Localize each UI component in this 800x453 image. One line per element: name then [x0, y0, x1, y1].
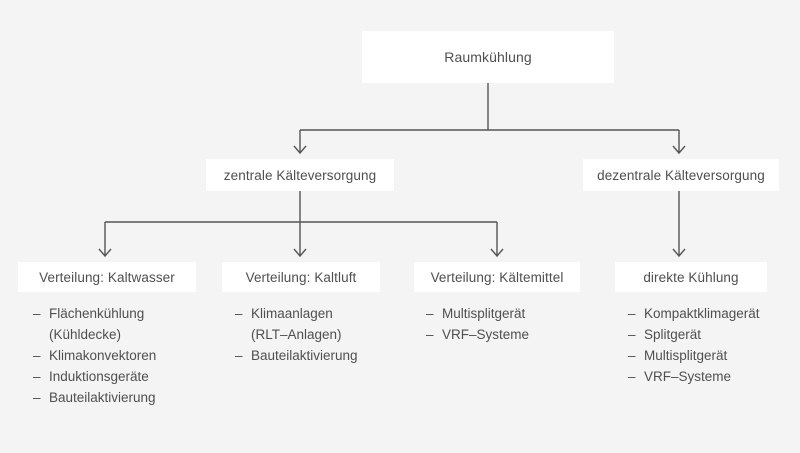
list-item: –Flächenkühlung [33, 303, 156, 324]
list-item-label: Klimaanlagen [251, 306, 333, 321]
dash-bullet-icon: – [628, 327, 636, 342]
node-zentrale-kaelteversorgung-label: zentrale Kälteversorgung [223, 167, 377, 183]
list-direkte-kuehlung-items: –Kompaktklimagerät–Splitgerät–Multisplit… [628, 303, 760, 387]
list-item-label: Splitgerät [644, 327, 702, 342]
list-item: –Splitgerät [628, 324, 760, 345]
list-item: –Bauteilaktivierung [33, 387, 156, 408]
dash-bullet-icon: – [235, 306, 243, 321]
list-kaeltemittel-items: –Multisplitgerät–VRF–Systeme [426, 303, 529, 345]
node-direkte-kuehlung[interactable]: direkte Kühlung [615, 262, 767, 292]
list-item: –Kompaktklimagerät [628, 303, 760, 324]
list-item-label: (Kühldecke) [49, 327, 122, 342]
arrowhead-dezentrale [672, 145, 686, 155]
dash-bullet-icon: – [628, 306, 636, 321]
node-verteilung-kaeltemittel-label: Verteilung: Kältemittel [430, 269, 564, 285]
dash-bullet-icon: – [628, 369, 636, 384]
dash-bullet-icon: – [628, 348, 636, 363]
node-raumkuehlung[interactable]: Raumkühlung [362, 31, 614, 83]
list-kaltwasser-items: –Flächenkühlung(Kühldecke)–Klimakonvekto… [33, 303, 156, 408]
dash-bullet-icon: – [33, 306, 41, 321]
list-item: (Kühldecke) [33, 324, 156, 345]
list-item: (RLT–Anlagen) [235, 324, 358, 345]
list-item: –Multisplitgerät [628, 345, 760, 366]
node-zentrale-kaelteversorgung[interactable]: zentrale Kälteversorgung [206, 159, 394, 191]
list-item-label: Klimakonvektoren [49, 348, 157, 363]
node-direkte-kuehlung-label: direkte Kühlung [643, 269, 739, 285]
list-item-label: Multisplitgerät [644, 348, 728, 363]
node-verteilung-kaltluft-label: Verteilung: Kaltluft [245, 269, 357, 285]
list-item: –Multisplitgerät [426, 303, 529, 324]
node-verteilung-kaltwasser[interactable]: Verteilung: Kaltwasser [18, 262, 196, 292]
arrowhead-kaltluft [293, 248, 307, 258]
node-verteilung-kaltluft[interactable]: Verteilung: Kaltluft [222, 262, 380, 292]
node-dezentrale-kaelteversorgung-label: dezentrale Kälteversorgung [597, 167, 765, 183]
node-dezentrale-kaelteversorgung[interactable]: dezentrale Kälteversorgung [583, 159, 779, 191]
node-raumkuehlung-label: Raumkühlung [444, 49, 532, 65]
list-item-label: Bauteilaktivierung [251, 348, 358, 363]
list-item: –VRF–Systeme [426, 324, 529, 345]
dash-bullet-icon: – [33, 348, 41, 363]
node-verteilung-kaltwasser-label: Verteilung: Kaltwasser [39, 269, 175, 285]
list-item-label: Induktionsgeräte [49, 369, 149, 384]
dash-bullet-icon: – [33, 390, 41, 405]
node-verteilung-kaeltemittel[interactable]: Verteilung: Kältemittel [414, 262, 580, 292]
list-item-label: (RLT–Anlagen) [251, 327, 342, 342]
list-item-label: Kompaktklimagerät [644, 306, 760, 321]
list-item-label: VRF–Systeme [644, 369, 732, 384]
list-item: –Klimakonvektoren [33, 345, 156, 366]
list-item-label: VRF–Systeme [442, 327, 530, 342]
list-item: –Induktionsgeräte [33, 366, 156, 387]
list-item-label: Multisplitgerät [442, 306, 526, 321]
list-item-label: Bauteilaktivierung [49, 390, 156, 405]
list-item: –VRF–Systeme [628, 366, 760, 387]
dash-bullet-icon: – [33, 369, 41, 384]
dash-bullet-icon: – [235, 348, 243, 363]
arrowhead-zentrale [293, 145, 307, 155]
arrowhead-kaltwasser [98, 248, 112, 258]
arrowhead-kaeltemittel [490, 248, 504, 258]
list-item: –Klimaanlagen [235, 303, 358, 324]
dash-bullet-icon: – [426, 306, 434, 321]
dash-bullet-icon: – [426, 327, 434, 342]
list-item: –Bauteilaktivierung [235, 345, 358, 366]
list-kaltluft-items: –Klimaanlagen(RLT–Anlagen)–Bauteilaktivi… [235, 303, 358, 366]
list-item-label: Flächenkühlung [49, 306, 145, 321]
arrowhead-direkte-kuehlung [672, 248, 686, 258]
